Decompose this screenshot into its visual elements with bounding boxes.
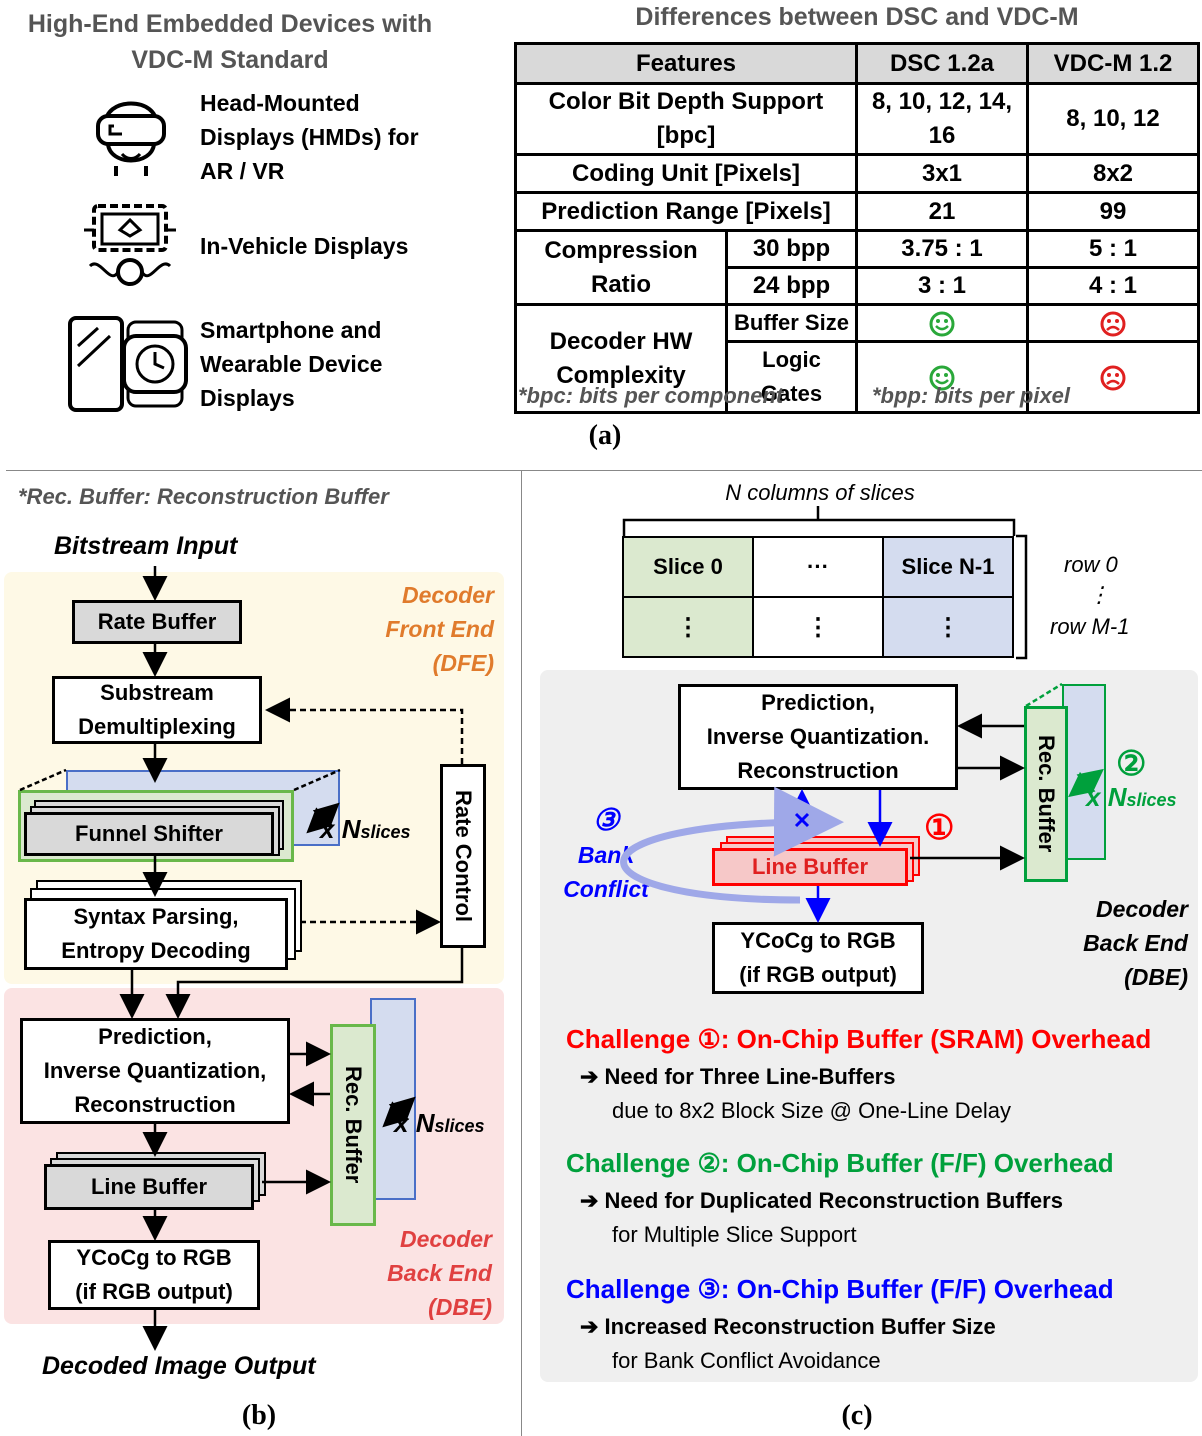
cell-compression-30-dsc: 3.75 : 1: [855, 229, 1029, 269]
cell-compression-30: 30 bpp: [725, 229, 858, 269]
table-title: Differences between DSC and VDC-M: [635, 3, 1079, 31]
cell-compression-30-vdcm: 5 : 1: [1026, 229, 1200, 269]
rec-buffer-note: *Rec. Buffer: Reconstruction Buffer: [18, 484, 389, 509]
smiley-face-icon: [929, 365, 955, 391]
challenge-2-line2: for Multiple Slice Support: [612, 1222, 857, 1247]
cell-pred-range-dsc: 21: [855, 191, 1029, 232]
challenge-3-line1: ➔ Increased Reconstruction Buffer Size: [580, 1314, 996, 1339]
slice-n-cell: Slice N-1: [882, 536, 1014, 598]
cell-pred-range-label: Prediction Range [Pixels]: [514, 191, 858, 232]
row-m-label: row M-1: [1050, 614, 1130, 639]
device-label-vehicle: In-Vehicle Displays: [200, 233, 409, 259]
divider-horizontal: [6, 470, 1202, 471]
cell-bitdepth-vdcm: 8, 10, 12: [1026, 82, 1200, 156]
header-vdcm: VDC-M 1.2: [1026, 42, 1200, 85]
prediction-block-c: Prediction,Inverse Quantization.Reconstr…: [678, 684, 958, 790]
rec-buffer-block-c: Rec. Buffer: [1024, 706, 1068, 882]
rec-buffer-block-b: Rec. Buffer: [330, 1024, 376, 1226]
caption-a: (a): [588, 420, 622, 451]
vr-headset-icon: [96, 101, 166, 176]
cell-hw-buffer-vdcm: [1026, 303, 1200, 343]
slice-row-cell: ⋮: [882, 596, 1014, 658]
header-dsc: DSC 1.2a: [855, 42, 1029, 85]
rate-buffer-block: Rate Buffer: [72, 600, 242, 644]
slice-row-cell: ⋮: [622, 596, 754, 658]
cell-coding-unit-vdcm: 8x2: [1026, 153, 1200, 194]
challenge-3-line2: for Bank Conflict Avoidance: [612, 1348, 881, 1373]
cell-bitdepth-label: Color Bit Depth Support [bpc]: [514, 82, 858, 156]
prediction-block-b: Prediction,Inverse Quantization,Reconstr…: [20, 1018, 290, 1124]
sad-face-icon: [1100, 311, 1126, 337]
challenge-1-line1: ➔ Need for Three Line-Buffers: [580, 1064, 896, 1089]
vehicle-display-icon: [84, 204, 176, 286]
cell-coding-unit-dsc: 3x1: [855, 153, 1029, 194]
panel-c-arrows: [620, 506, 1104, 923]
challenge-2-line1: ➔ Need for Duplicated Reconstruction Buf…: [580, 1188, 1063, 1213]
panel-b-arrows: [19, 566, 464, 1351]
challenge-2-title: Challenge ②: On-Chip Buffer (F/F) Overhe…: [566, 1148, 1114, 1178]
cell-bitdepth-dsc: 8, 10, 12, 14, 16: [855, 82, 1029, 156]
challenge-1-line2: due to 8x2 Block Size @ One-Line Delay: [612, 1098, 1011, 1123]
smiley-face-icon: [929, 311, 955, 337]
footnote-bpc: *bpc: bits per component: [518, 383, 784, 408]
cell-hw-buffer: Buffer Size: [725, 303, 858, 343]
cell-compression-24: 24 bpp: [725, 266, 858, 306]
device-label-hmd: Head-Mounted Displays (HMDs) for AR / VR: [200, 90, 419, 184]
decoded-output-label: Decoded Image Output: [42, 1352, 316, 1380]
challenge-3-title: Challenge ③: On-Chip Buffer (F/F) Overhe…: [566, 1274, 1114, 1304]
challenge-2-marker: ②: [1116, 745, 1147, 783]
cell-hw-buffer-dsc: [855, 303, 1029, 343]
cell-hw-logic-dsc: [855, 340, 1029, 414]
line-buffer-block-c: Line Buffer: [712, 848, 908, 886]
bitstream-input-label: Bitstream Input: [54, 532, 238, 560]
feature-table: Features DSC 1.2a VDC-M 1.2 Color Bit De…: [514, 42, 1200, 414]
columns-label: N columns of slices: [725, 480, 915, 505]
ycocg-block-b: YCoCg to RGB(if RGB output): [48, 1240, 260, 1310]
cell-compression-label: Compression Ratio: [514, 229, 728, 306]
rate-control-block: Rate Control: [440, 764, 486, 948]
cell-coding-unit-label: Coding Unit [Pixels]: [514, 153, 858, 194]
row-0-label: row 0: [1064, 552, 1118, 577]
cell-pred-range-vdcm: 99: [1026, 191, 1200, 232]
divider-vertical: [521, 470, 522, 1436]
slice-0-cell: Slice 0: [622, 536, 754, 598]
funnel-shifter-block: Funnel Shifter: [24, 812, 274, 856]
cell-hw-label: Decoder HW Complexity: [514, 303, 728, 414]
footnote-bpp: *bpp: bits per pixel: [872, 383, 1071, 408]
challenge-1-title: Challenge ①: On-Chip Buffer (SRAM) Overh…: [566, 1024, 1152, 1054]
line-buffer-block-b: Line Buffer: [44, 1164, 254, 1210]
devices-title: High-End Embedded Devices with VDC-M Sta…: [27, 10, 433, 74]
header-features: Features: [514, 42, 858, 85]
cell-compression-24-vdcm: 4 : 1: [1026, 266, 1200, 306]
cell-hw-logic-vdcm: [1026, 340, 1200, 414]
cell-hw-logic: Logic Gates: [725, 340, 858, 414]
cell-compression-24-dsc: 3 : 1: [855, 266, 1029, 306]
syntax-parsing-block: Syntax Parsing,Entropy Decoding: [24, 898, 288, 970]
caption-b: (b): [241, 1400, 277, 1431]
device-label-smartphone: Smartphone and Wearable Device Displays: [200, 317, 383, 411]
row-vdots: ⋮: [1088, 582, 1110, 607]
ycocg-block-c: YCoCg to RGB(if RGB output): [712, 922, 924, 994]
caption-c: (c): [841, 1400, 873, 1431]
smartphone-watch-icon: [68, 316, 188, 412]
challenge-1-marker: ①: [924, 809, 955, 847]
sad-face-icon: [1100, 365, 1126, 391]
